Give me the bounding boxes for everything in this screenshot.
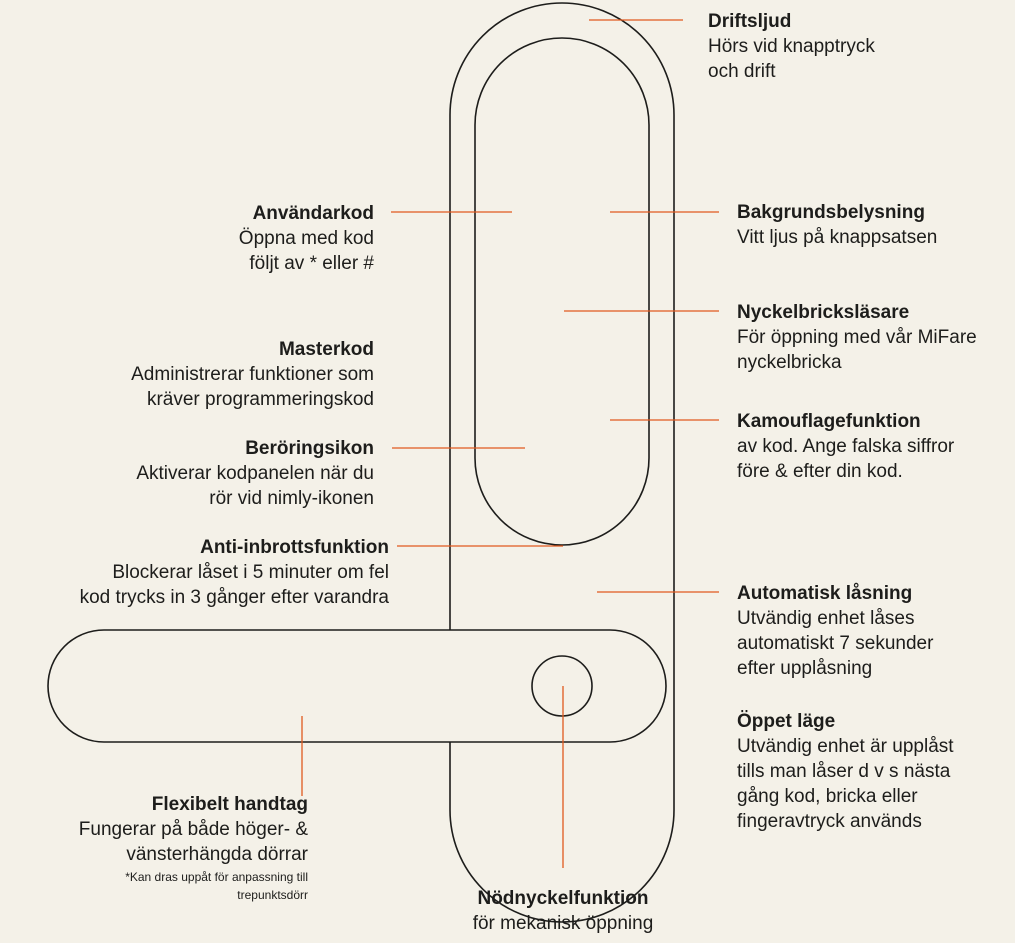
label-masterkod-line1: Administrerar funktioner som	[131, 364, 374, 385]
label-oppet-line2: tills man låser d v s nästa	[737, 761, 951, 782]
label-anvandarkod-line1: Öppna med kod	[238, 228, 374, 249]
label-bakgrundsbelysning-line1: Vitt ljus på knappsatsen	[737, 227, 938, 248]
handle-outline	[47, 629, 667, 743]
label-oppet-line1: Utvändig enhet är upplåst	[737, 736, 954, 757]
label-handtag-note1: *Kan dras uppåt för anpassning till	[125, 870, 308, 884]
label-automatisk-line2: automatiskt 7 sekunder	[737, 633, 934, 654]
label-anvandarkod-line2: följt av * eller #	[249, 253, 374, 274]
label-driftsljud-line2: och drift	[708, 61, 776, 82]
lock-body-outline	[449, 2, 675, 923]
label-beroringsikon-title: Beröringsikon	[245, 438, 374, 459]
keypad-panel-outline	[474, 37, 650, 546]
label-nyckelbrickslasare-title: Nyckelbricksläsare	[737, 302, 910, 323]
label-oppet-line3: gång kod, bricka eller	[737, 786, 918, 807]
key-cylinder-outline	[531, 655, 593, 717]
label-handtag-line1: Fungerar på både höger- &	[78, 819, 308, 840]
label-nyckelbrickslasare-line1: För öppning med vår MiFare	[737, 327, 977, 348]
label-oppet-title: Öppet läge	[737, 711, 836, 732]
label-handtag-line2: vänsterhängda dörrar	[126, 844, 308, 865]
label-nodnyckel-line1: för mekanisk öppning	[472, 913, 654, 934]
label-anvandarkod: Användarkod Öppna med kod följt av * ell…	[239, 201, 374, 276]
label-kamouflage-line2: före & efter din kod.	[737, 461, 903, 482]
label-handtag-title: Flexibelt handtag	[151, 794, 308, 815]
label-automatisk-title: Automatisk låsning	[737, 583, 913, 604]
label-anvandarkod-title: Användarkod	[252, 203, 374, 224]
label-masterkod-title: Masterkod	[278, 339, 374, 360]
label-automatisk-line3: efter upplåsning	[737, 658, 873, 679]
label-automatisk: Automatisk låsning Utvändig enhet låses …	[737, 581, 933, 681]
label-automatisk-line1: Utvändig enhet låses	[737, 608, 915, 629]
label-beroringsikon-line1: Aktiverar kodpanelen när du	[136, 463, 374, 484]
label-kamouflage: Kamouflagefunktion av kod. Ange falska s…	[737, 409, 954, 484]
label-bakgrundsbelysning-title: Bakgrundsbelysning	[737, 202, 925, 223]
label-oppet: Öppet läge Utvändig enhet är upplåst til…	[737, 709, 954, 834]
label-antiinbrott: Anti-inbrottsfunktion Blockerar låset i …	[80, 535, 389, 610]
label-beroringsikon-line2: rör vid nimly-ikonen	[209, 488, 374, 509]
label-antiinbrott-line1: Blockerar låset i 5 minuter om fel	[112, 562, 389, 583]
label-antiinbrott-line2: kod trycks in 3 gånger efter varandra	[79, 587, 389, 608]
label-handtag-note2: trepunktsdörr	[237, 888, 308, 902]
label-kamouflage-line1: av kod. Ange falska siffror	[737, 436, 955, 457]
label-antiinbrott-title: Anti-inbrottsfunktion	[200, 537, 389, 558]
label-driftsljud-title: Driftsljud	[708, 11, 792, 32]
label-bakgrundsbelysning: Bakgrundsbelysning Vitt ljus på knappsat…	[737, 200, 937, 250]
label-oppet-line4: fingeravtryck används	[737, 811, 922, 832]
label-nodnyckel-title: Nödnyckelfunktion	[477, 888, 649, 909]
label-masterkod: Masterkod Administrerar funktioner som k…	[131, 337, 374, 412]
label-driftsljud: Driftsljud Hörs vid knapptryck och drift	[708, 9, 875, 84]
label-nyckelbrickslasare-line2: nyckelbricka	[737, 352, 842, 373]
label-beroringsikon: Beröringsikon Aktiverar kodpanelen när d…	[136, 436, 374, 511]
label-handtag: Flexibelt handtag Fungerar på både höger…	[79, 792, 308, 903]
label-masterkod-line2: kräver programmeringskod	[146, 389, 374, 410]
label-driftsljud-line1: Hörs vid knapptryck	[708, 36, 875, 57]
label-kamouflage-title: Kamouflagefunktion	[737, 411, 921, 432]
label-nyckelbrickslasare: Nyckelbricksläsare För öppning med vår M…	[737, 300, 977, 375]
label-nodnyckel: Nödnyckelfunktion för mekanisk öppning	[413, 886, 713, 936]
